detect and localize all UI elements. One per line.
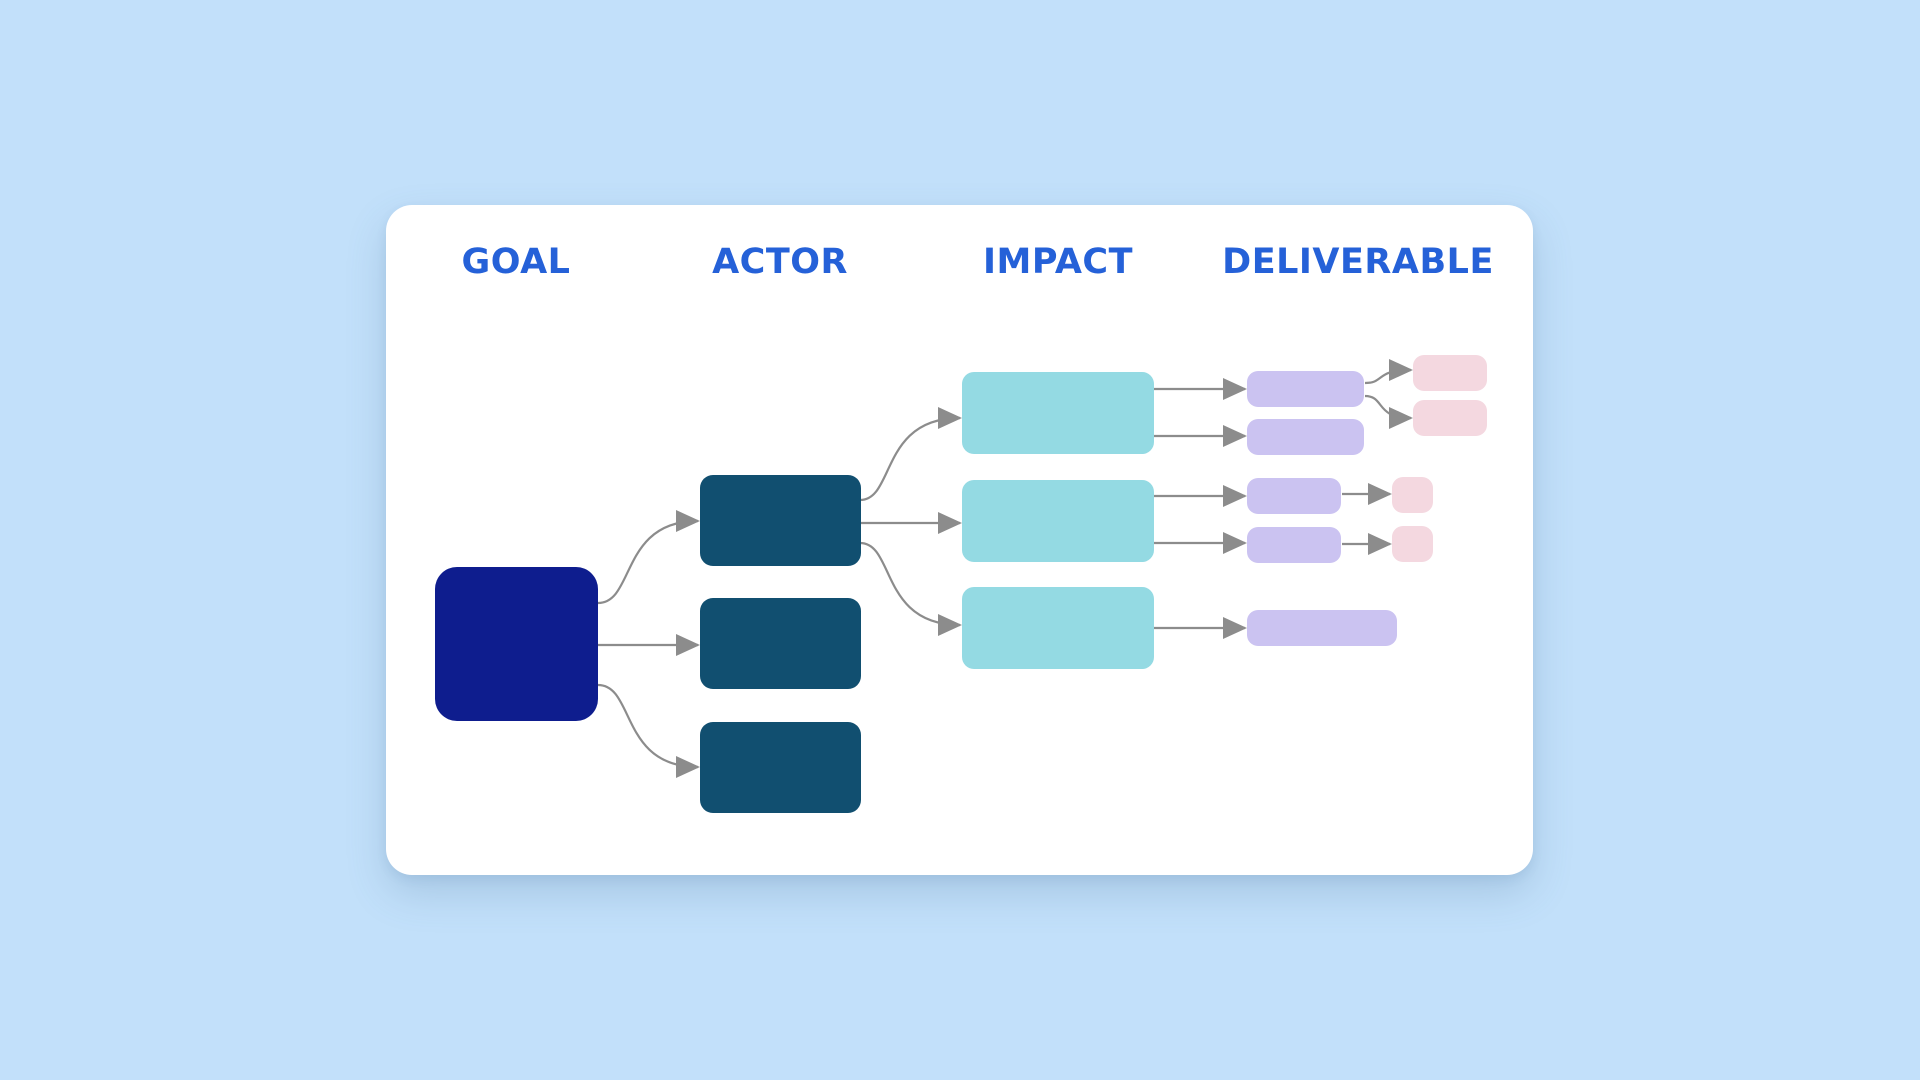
sub-deliverable-node-1 — [1413, 355, 1487, 391]
impact-node-2 — [962, 480, 1154, 562]
connector-deliverable-sub-2 — [1364, 394, 1413, 429]
impact-map-card — [386, 205, 1533, 875]
sub-deliverable-node-3 — [1392, 477, 1433, 513]
deliverable-node-3 — [1247, 478, 1341, 514]
deliverable-node-1 — [1247, 371, 1364, 407]
connector-actor-impact-3 — [859, 541, 962, 636]
connector-goal-actor-1 — [597, 510, 700, 605]
impact-node-1 — [962, 372, 1154, 454]
deliverable-node-5 — [1247, 610, 1397, 646]
impact-node-3 — [962, 587, 1154, 669]
connector-goal-actor-3 — [597, 683, 700, 778]
deliverable-node-2 — [1247, 419, 1364, 455]
column-heading-actor: ACTOR — [712, 242, 848, 282]
actor-node-3 — [700, 722, 861, 813]
deliverable-node-4 — [1247, 527, 1341, 563]
column-heading-impact: IMPACT — [983, 242, 1133, 282]
connector-deliverable-sub-1 — [1364, 359, 1413, 385]
actor-node-2 — [700, 598, 861, 689]
column-heading-deliverable: DELIVERABLE — [1222, 242, 1494, 282]
sub-deliverable-node-2 — [1413, 400, 1487, 436]
column-heading-goal: GOAL — [461, 242, 571, 282]
connector-actor-impact-1 — [859, 407, 962, 502]
goal-node — [435, 567, 598, 721]
actor-node-1 — [700, 475, 861, 566]
sub-deliverable-node-4 — [1392, 526, 1433, 562]
